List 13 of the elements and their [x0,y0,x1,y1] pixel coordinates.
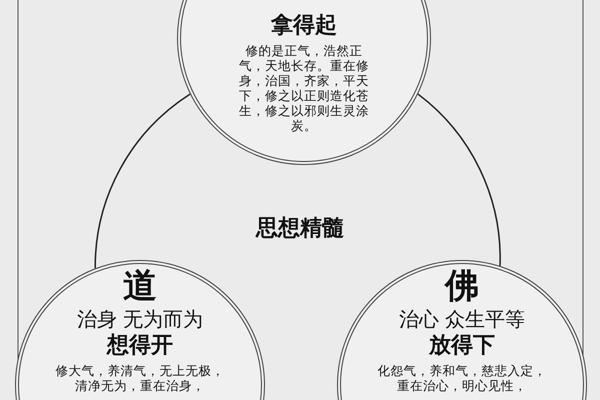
heading-text: 拿得起 [271,12,337,40]
heading-text: 想得开 [107,332,173,360]
connector-arc [417,94,501,266]
connector-arc [94,93,190,268]
center-label: 思想精髓 [254,215,345,243]
heading-text: 治心 众生平等 [398,306,526,332]
body-text: 修的是正气，浩然正气，天地长存。重在修身，治国，齐家，平天下，修之以正则造化苍生，修之以邪则生灵涂炭。 [238,43,370,133]
heading-text: 道 [123,266,157,306]
body-text: 化怨气，养和气，慈悲入定，重在治心，明心见性， [376,363,548,393]
heading-text: 佛 [445,266,479,306]
body-text: 修大气，养清气，无上无极，清净无为，重在治身， [54,363,226,393]
heading-text: 治身 无为而为 [76,306,204,332]
heading-text: 放得下 [429,332,495,360]
